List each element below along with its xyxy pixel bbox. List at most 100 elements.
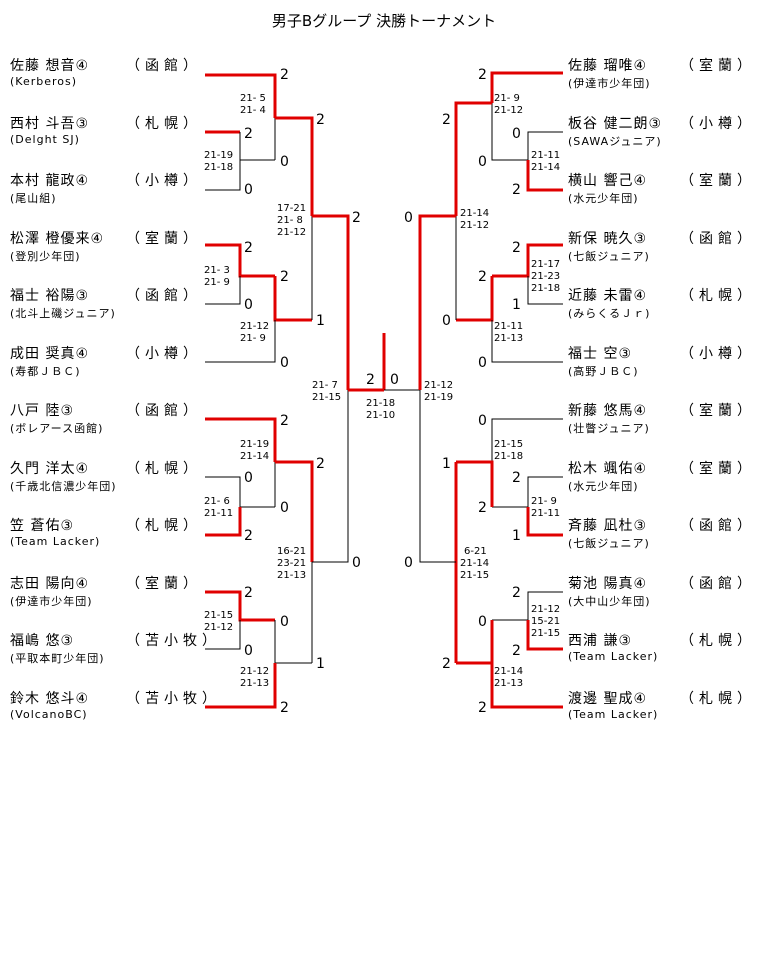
bracket-line (454, 101, 492, 216)
player-region: （室蘭） (680, 461, 756, 477)
player-name: 成田 奨真④ (10, 346, 90, 362)
player-region: （札幌） (680, 691, 756, 707)
player-name: 志田 陽向④ (10, 576, 90, 592)
player-name: 松木 颯佑④ (568, 461, 648, 477)
player-club: (尾山組) (10, 192, 57, 205)
score-text: 21- 8 (277, 215, 303, 226)
score-text: 21- 5 (240, 93, 266, 104)
bracket-line (205, 243, 275, 278)
player-name: 板谷 健二朗③ (568, 116, 663, 132)
bracket-line (312, 214, 350, 390)
player-region: （函館） (126, 403, 202, 419)
player-right-2: 板谷 健二朗③ （小樽） (SAWAジュニア) (568, 113, 768, 157)
game-count: 1 (316, 656, 325, 672)
game-count: 2 (512, 585, 521, 601)
score-text: 15-21 (531, 616, 560, 627)
score-text: 21-12 (424, 380, 453, 391)
player-club: (七飯ジュニア) (568, 250, 650, 263)
game-count: 0 (280, 154, 289, 170)
game-count: 2 (280, 413, 289, 429)
player-region: （苫小牧） (126, 633, 221, 649)
player-right-8: 松木 颯佑④ （室蘭） (水元少年団) (568, 458, 768, 502)
bracket-line (205, 620, 241, 650)
game-count: 2 (512, 240, 521, 256)
page-title: 男子Bグループ 決勝トーナメント (271, 12, 497, 30)
score-text: 21-14 (531, 162, 560, 173)
score-text: 21-13 (494, 333, 523, 344)
bracket-line (492, 476, 563, 508)
player-club: (大中山少年団) (568, 595, 651, 608)
player-region: （函館） (680, 518, 756, 534)
game-count: 2 (244, 528, 253, 544)
player-club: (水元少年団) (568, 192, 639, 205)
score-text: 21-11 (531, 508, 560, 519)
score-text: 21-12 (240, 666, 269, 677)
score-text: 23-21 (277, 558, 306, 569)
player-region: （札幌） (126, 116, 202, 132)
game-count: 2 (512, 182, 521, 198)
game-count: 2 (478, 269, 487, 285)
game-count: 0 (478, 614, 487, 630)
player-region: （函館） (680, 576, 756, 592)
bracket-line (205, 476, 275, 508)
score-text: 21-18 (494, 451, 523, 462)
score-text: 21- 9 (240, 333, 266, 344)
final-score-left: 2 (366, 372, 375, 388)
player-region: （札幌） (126, 518, 202, 534)
player-name: 鈴木 悠斗④ (10, 691, 90, 707)
game-count: 2 (280, 700, 289, 716)
game-count: 2 (352, 210, 361, 226)
player-name: 菊池 陽真④ (568, 576, 648, 592)
player-name: 渡邊 聖成④ (568, 691, 648, 707)
player-left-3: 本村 龍政④ （小樽） (尾山組) (10, 170, 215, 214)
game-count: 2 (512, 470, 521, 486)
score-text: 21-15 (204, 610, 233, 621)
score-text: 21-11 (204, 508, 233, 519)
player-right-7: 新藤 悠馬④ （室蘭） (壮瞥ジュニア) (568, 400, 768, 444)
player-name: 新藤 悠馬④ (568, 403, 648, 419)
player-name: 近藤 未雷④ (568, 288, 648, 304)
bracket-line (526, 620, 563, 651)
score-text: 21-15 (312, 392, 341, 403)
player-region: （函館） (680, 231, 756, 247)
player-name: 福士 空③ (568, 346, 633, 362)
game-count: 0 (478, 355, 487, 371)
game-count: 0 (442, 313, 451, 329)
score-text: 21-15 (494, 439, 523, 450)
player-club: (VolcanoBC) (10, 708, 88, 721)
bracket-line (490, 663, 563, 709)
score-text: 21-18 (204, 162, 233, 173)
score-text: 21-13 (494, 678, 523, 689)
player-region: （室蘭） (680, 58, 756, 74)
score-text: 21-19 (204, 150, 233, 161)
player-left-9: 笠 蒼佑③ （札幌） (Team Lacker) (10, 515, 215, 559)
player-name: 横山 響己④ (568, 173, 648, 189)
score-text: 21- 9 (494, 93, 520, 104)
player-name: 八戸 陸③ (10, 403, 75, 419)
game-count: 2 (244, 240, 253, 256)
player-club: (Delght SJ) (10, 133, 80, 146)
game-count: 1 (442, 456, 451, 472)
player-region: （苫小牧） (126, 691, 221, 707)
player-club: (高野ＪＢＣ) (568, 365, 639, 378)
player-club: (ボレアース函館) (10, 422, 104, 435)
score-text: 21-19 (240, 439, 269, 450)
player-name: 西村 斗吾③ (10, 116, 90, 132)
score-text: 21- 3 (204, 265, 230, 276)
score-text: 21-13 (277, 570, 306, 581)
player-left-11: 福嶋 悠③ （苫小牧） (平取本町少年団) (10, 630, 216, 674)
bracket-line (205, 590, 275, 622)
game-count: 0 (352, 555, 361, 571)
game-count: 2 (244, 585, 253, 601)
player-club: (Team Lacker) (568, 708, 659, 721)
player-region: （室蘭） (126, 231, 202, 247)
player-right-1: 佐藤 瑠唯④ （室蘭） (伊達市少年団) (568, 55, 768, 99)
bracket-line (492, 591, 563, 621)
game-count: 2 (442, 112, 451, 128)
bracket-line (526, 507, 563, 537)
player-club: (水元少年団) (568, 480, 639, 493)
game-count: 0 (478, 413, 487, 429)
player-club: (みらくるＪｒ) (568, 307, 651, 320)
game-count: 0 (404, 210, 413, 226)
player-right-6: 福士 空③ （小樽） (高野ＪＢＣ) (568, 343, 768, 387)
